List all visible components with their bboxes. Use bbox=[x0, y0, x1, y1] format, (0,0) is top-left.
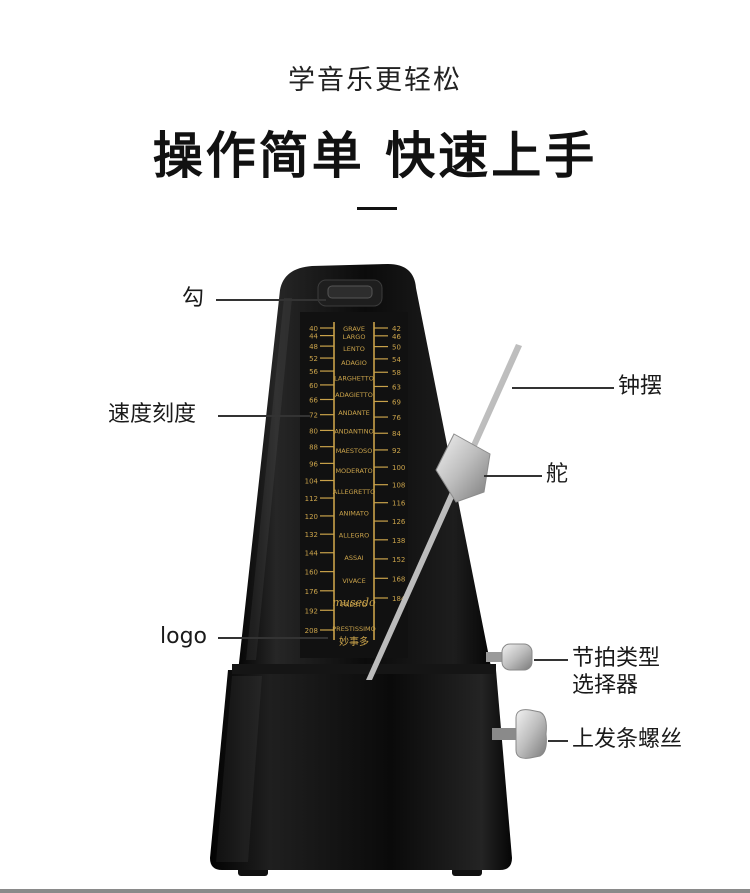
scale-number-right: 69 bbox=[392, 398, 401, 406]
scale-number-left: 112 bbox=[305, 495, 318, 503]
leader-winding-key bbox=[548, 740, 568, 742]
leader-weight bbox=[484, 475, 542, 477]
scale-number-left: 52 bbox=[309, 355, 318, 363]
scale-number-right: 63 bbox=[392, 383, 401, 391]
scale-number-left: 88 bbox=[309, 444, 318, 452]
tempo-term: ANDANTINO bbox=[334, 427, 373, 435]
tempo-term: ASSAI bbox=[344, 554, 363, 562]
leader-beat-selector bbox=[534, 659, 568, 661]
scale-number-left: 48 bbox=[309, 343, 318, 351]
scale-number-right: 168 bbox=[392, 575, 405, 583]
label-beat-selector-2: 选择器 bbox=[572, 673, 639, 698]
tempo-term: GRAVE bbox=[343, 325, 365, 333]
scale-number-right: 84 bbox=[392, 430, 401, 438]
scale-number-right: 76 bbox=[392, 414, 401, 422]
label-pendulum: 钟摆 bbox=[618, 374, 663, 399]
tempo-term: LARGO bbox=[343, 333, 366, 341]
tempo-term: MODERATO bbox=[335, 467, 372, 475]
beat-selector-shaft bbox=[486, 652, 504, 662]
metronome-base bbox=[210, 670, 512, 870]
label-hook: 勾 bbox=[182, 286, 205, 311]
label-logo: logo bbox=[160, 624, 207, 649]
tempo-term: LARGHETTO bbox=[334, 374, 374, 382]
tempo-term: LENTO bbox=[343, 345, 365, 353]
tempo-term: VIVACE bbox=[342, 577, 365, 585]
label-beat-selector-1: 节拍类型 bbox=[572, 646, 661, 671]
winding-key[interactable] bbox=[515, 709, 547, 759]
scale-number-left: 40 bbox=[309, 325, 318, 333]
scale-number-left: 192 bbox=[305, 607, 318, 615]
scale-number-right: 46 bbox=[392, 333, 401, 341]
tempo-term: PRESTO bbox=[341, 601, 367, 609]
beat-selector-knob[interactable] bbox=[501, 643, 533, 671]
scale-number-right: 152 bbox=[392, 556, 405, 564]
scale-number-right: 138 bbox=[392, 537, 405, 545]
scale-number-left: 96 bbox=[309, 460, 318, 468]
leader-hook bbox=[216, 299, 326, 301]
tempo-term: ANDANTE bbox=[338, 409, 370, 417]
scale-number-right: 100 bbox=[392, 464, 405, 472]
base-highlight bbox=[216, 676, 262, 862]
label-weight: 舵 bbox=[546, 462, 569, 487]
tempo-term: ALLEGRO bbox=[339, 531, 369, 539]
page-subtitle: 学音乐更轻松 bbox=[288, 65, 462, 96]
winding-key-shaft bbox=[492, 728, 518, 740]
scale-panel bbox=[300, 312, 408, 658]
tempo-term: ADAGIETTO bbox=[335, 391, 373, 399]
brand-logo: musedo bbox=[332, 596, 376, 609]
scale-number-right: 58 bbox=[392, 369, 401, 377]
scale-number-left: 144 bbox=[305, 550, 319, 558]
scale-number-left: 66 bbox=[309, 396, 318, 404]
body-ledge bbox=[232, 664, 496, 674]
scale-number-left: 132 bbox=[305, 531, 318, 539]
scale-number-right: 54 bbox=[392, 356, 401, 364]
tempo-term: ALLEGRETTO bbox=[333, 488, 375, 496]
scale-number-right: 42 bbox=[392, 325, 401, 333]
tempo-term: PRESTISSIMO bbox=[332, 625, 375, 633]
tempo-term: ADAGIO bbox=[341, 359, 367, 367]
scale-number-right: 126 bbox=[392, 518, 406, 526]
pendulum-rod bbox=[366, 344, 522, 680]
scale-number-left: 120 bbox=[305, 513, 318, 521]
scale-number-right: 184 bbox=[392, 595, 406, 603]
scale-number-right: 108 bbox=[392, 482, 405, 490]
leader-pendulum bbox=[512, 387, 614, 389]
pendulum-weight bbox=[435, 433, 491, 503]
label-tempo-scale: 速度刻度 bbox=[108, 402, 197, 427]
bottom-rule bbox=[0, 889, 750, 893]
scale-number-left: 72 bbox=[309, 412, 318, 420]
leader-logo bbox=[218, 637, 328, 639]
scale-number-left: 160 bbox=[305, 569, 318, 577]
scale-number-right: 116 bbox=[392, 500, 406, 508]
scale-number-left: 176 bbox=[305, 588, 319, 596]
brand-cn: 妙事多 bbox=[339, 635, 369, 648]
scale-number-right: 92 bbox=[392, 447, 401, 455]
scale-number-left: 44 bbox=[309, 333, 318, 341]
tempo-term: MAESTOSO bbox=[336, 447, 373, 455]
scale-number-left: 104 bbox=[305, 478, 319, 486]
divider-dash bbox=[357, 207, 397, 210]
tempo-term: ANIMATO bbox=[339, 509, 369, 517]
scale-number-left: 80 bbox=[309, 427, 318, 435]
scale-number-left: 60 bbox=[309, 382, 318, 390]
scale-number-right: 50 bbox=[392, 344, 401, 352]
scale-number-left: 208 bbox=[305, 627, 318, 635]
body-edge-highlight bbox=[246, 298, 292, 660]
top-hook bbox=[327, 285, 373, 299]
page-headline: 操作简单 快速上手 bbox=[152, 127, 598, 185]
scale-number-left: 56 bbox=[309, 368, 318, 376]
leader-tempo-scale bbox=[218, 415, 310, 417]
label-winding-key: 上发条螺丝 bbox=[572, 727, 683, 752]
